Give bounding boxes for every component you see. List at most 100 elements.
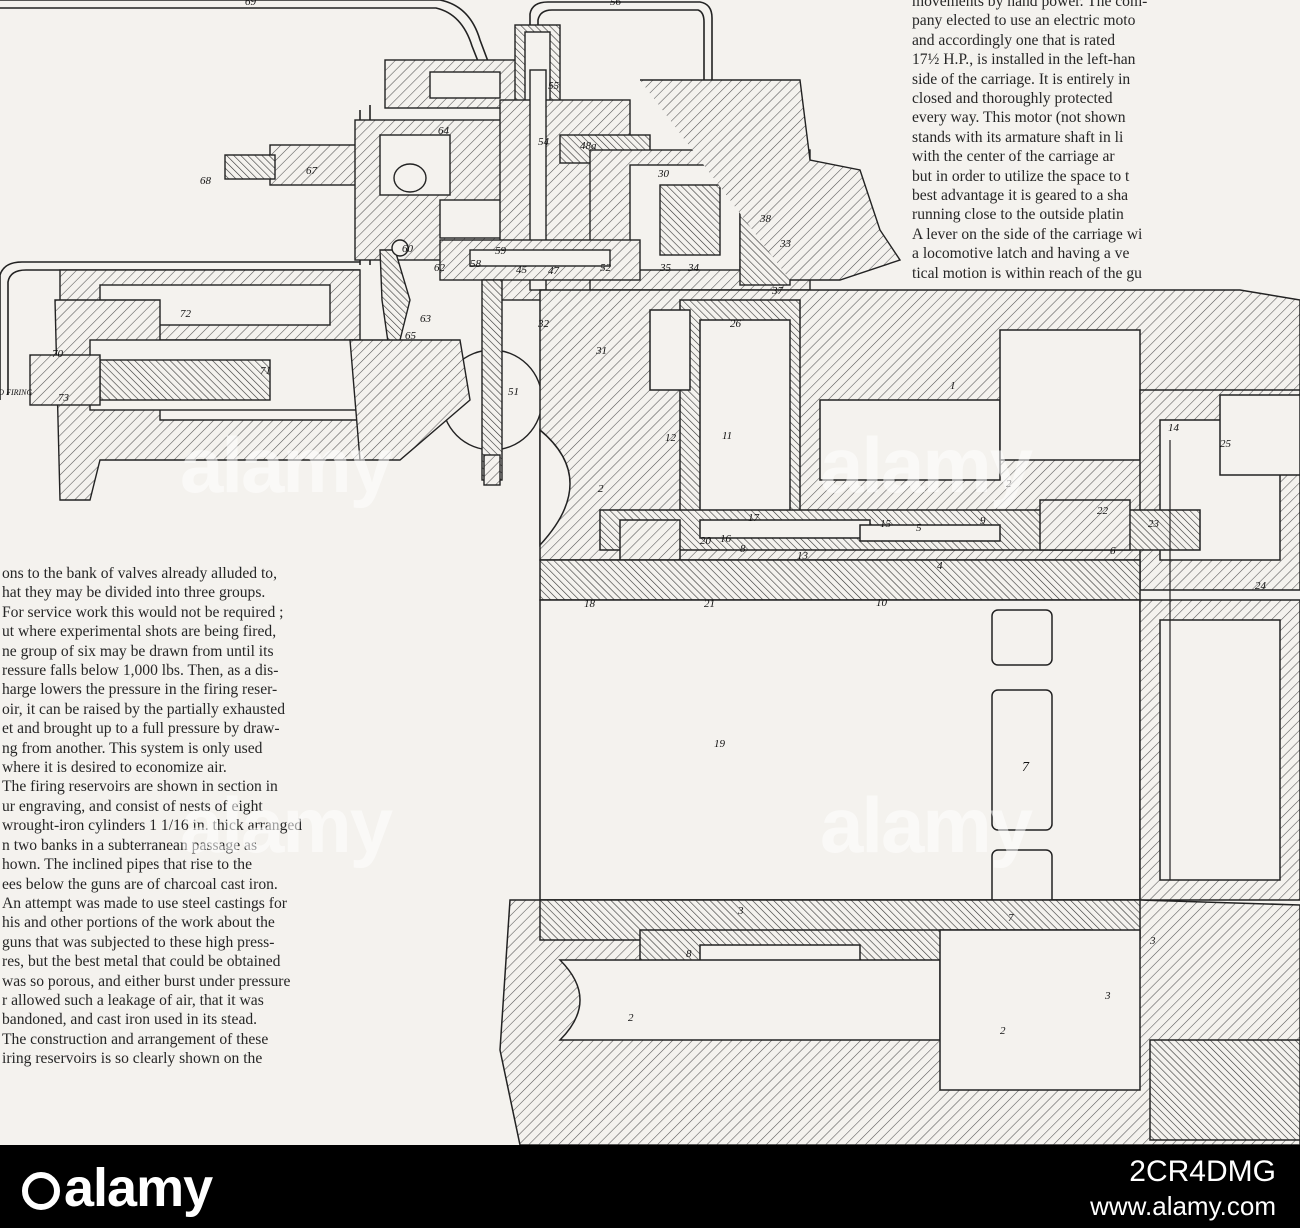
callout: 3 [1150, 935, 1156, 947]
breech-body [499, 289, 1300, 1145]
text-line: The firing reservoirs are shown in secti… [2, 778, 278, 796]
callout: 45 [516, 264, 527, 276]
text-line: side of the carriage. It is entirely in [912, 70, 1131, 88]
callout: 14 [1168, 422, 1179, 434]
alamy-logo-icon [22, 1172, 60, 1210]
callout: 16 [720, 533, 731, 545]
pipe-69 [0, 0, 496, 81]
callout: 33 [780, 238, 791, 250]
pipe-69-inner [0, 7, 488, 85]
callout: 31 [596, 345, 607, 357]
callout: 58 [470, 258, 481, 270]
callout: 38 [760, 213, 771, 225]
article-column-right: movements by hand power. The com-pany el… [912, 0, 1300, 283]
callout: 7 [1022, 760, 1029, 775]
callout: 68 [200, 175, 211, 187]
callout: 59 [495, 245, 506, 257]
callout: 26 [730, 318, 741, 330]
callout: 2 [1000, 1025, 1006, 1037]
text-line: closed and thoroughly protected [912, 90, 1113, 108]
callout: 2 [1006, 478, 1012, 490]
text-line: every way. This motor (not shown [912, 109, 1126, 127]
callout: 71 [260, 365, 271, 377]
callout: 2 [598, 483, 604, 495]
text-line: stands with its armature shaft in li [912, 128, 1124, 146]
callout: 4 [937, 560, 943, 572]
text-line: r allowed such a leakage of air, that it… [2, 991, 264, 1009]
text-line: ne group of six may be drawn from until … [2, 642, 274, 660]
scanned-page: 69 56 55 64 67 68 54 48a 60 30 38 33 72 … [0, 0, 1300, 1145]
footer-url[interactable]: www.alamy.com [1090, 1191, 1276, 1221]
pipe-56-inner [537, 9, 705, 255]
callout: 7 [1008, 912, 1014, 924]
footer-image-info: 2CR4DMG www.alamy.com [1090, 1155, 1276, 1223]
callout: 13 [797, 550, 808, 562]
text-line: was so porous, and either burst under pr… [2, 972, 291, 990]
text-line: guns that was subjected to these high pr… [2, 933, 275, 951]
callout: 60 [402, 243, 413, 255]
callout: 19 [714, 738, 725, 750]
callout: 35 [660, 262, 671, 274]
text-line: An attempt was made to use steel casting… [2, 894, 287, 912]
watermark: alamy [180, 421, 393, 509]
text-line: ur engraving, and consist of nests of ei… [2, 797, 263, 815]
callout: 15 [880, 518, 891, 530]
callout: 52 [600, 262, 611, 274]
callout: 3 [738, 905, 744, 917]
callout: 56 [610, 0, 621, 8]
text-line: bandoned, and cast iron used in its stea… [2, 1011, 258, 1029]
callout: 25 [1220, 438, 1231, 450]
callout: 30 [658, 168, 669, 180]
callout: 24 [1255, 580, 1266, 592]
callout: 17 [748, 512, 759, 524]
text-line: 17½ H.P., is installed in the left-han [912, 51, 1136, 69]
callout: 8 [740, 543, 746, 555]
text-line: oir, it can be raised by the partially e… [2, 700, 285, 718]
watermark: alamy [820, 781, 1033, 869]
callout: 5 [916, 522, 922, 534]
callout: 12 [665, 432, 676, 444]
text-line: For service work this would not be requi… [2, 603, 284, 621]
text-line: where it is desired to economize air. [2, 759, 227, 777]
text-line: a locomotive latch and having a ve [912, 245, 1130, 263]
text-line: harge lowers the pressure in the firing … [2, 681, 278, 699]
text-line: his and other portions of the work about… [2, 914, 275, 932]
stock-footer: alamy 2CR4DMG www.alamy.com [0, 1145, 1300, 1228]
callout: 48a [580, 140, 597, 152]
text-line: The construction and arrangement of thes… [2, 1030, 269, 1048]
left-cylinder-assembly [29, 269, 471, 501]
text-line: res, but the best metal that could be ob… [2, 953, 281, 971]
callout: 63 [420, 313, 431, 325]
text-line: ut where experimental shots are being fi… [2, 623, 277, 641]
text-line: wrought-iron cylinders 1 1/16 in. thick … [2, 817, 303, 835]
text-line: ng from another. This system is only use… [2, 739, 263, 757]
text-line: iring reservoirs is so clearly shown on … [2, 1050, 263, 1068]
callout: 73 [58, 392, 69, 404]
callout: 8 [686, 948, 692, 960]
callout: 1 [950, 380, 956, 392]
engineering-drawing [0, 0, 1300, 1145]
text-line: ressure falls below 1,000 lbs. Then, as … [2, 662, 279, 680]
callout: 37 [772, 285, 783, 297]
image-id: 2CR4DMG [1129, 1155, 1276, 1188]
footer-logo[interactable]: alamy [22, 1157, 213, 1219]
text-line: n two banks in a subterranean passage as [2, 836, 258, 854]
valve-assembly [224, 24, 902, 486]
callout: 70 [52, 348, 63, 360]
callout: 69 [245, 0, 256, 8]
callout: 67 [306, 165, 317, 177]
callout: 22 [1097, 505, 1108, 517]
callout: 9 [980, 515, 986, 527]
article-column-left: ons to the bank of valves already allude… [2, 564, 498, 1069]
text-line: et and brought up to a full pressure by … [2, 720, 280, 738]
callout: 2 [628, 1012, 634, 1024]
callout: 11 [722, 430, 733, 442]
text-line: but in order to utilize the space to t [912, 167, 1130, 185]
text-line: hown. The inclined pipes that rise to th… [2, 856, 253, 874]
text-line: pany elected to use an electric moto [912, 12, 1136, 30]
callout: 62 [434, 262, 445, 274]
text-line: ees below the guns are of charcoal cast … [2, 875, 278, 893]
part-callouts: 69 56 55 64 67 68 54 48a 60 30 38 33 72 … [0, 0, 1266, 1037]
callout: 23 [1148, 518, 1159, 530]
callout: 51 [508, 386, 519, 398]
